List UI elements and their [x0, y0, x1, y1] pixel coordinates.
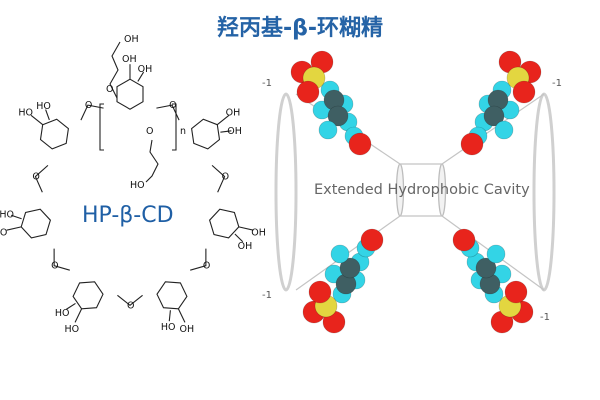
- glucose-unit: [116, 78, 144, 110]
- cavity-rim-right: [532, 92, 556, 292]
- page-title: 羟丙基-β-环糊精: [216, 16, 383, 41]
- repeat-subscript: n: [180, 126, 186, 137]
- repeat-bracket: [99, 103, 177, 151]
- charge-label-bottom-left: -1: [262, 290, 272, 301]
- hydroxyl-group: OH: [138, 64, 153, 75]
- carbon-atom: [339, 257, 361, 279]
- hydroxyl-group: OH: [122, 54, 137, 65]
- hydroxyl-group: HO: [0, 210, 14, 221]
- oxygen-atom: [452, 228, 476, 252]
- charge-label-top-right: -1: [552, 78, 562, 89]
- molecule-label: HP-β-CD: [82, 203, 174, 228]
- glycosidic-oxygen: O: [85, 100, 92, 111]
- hydroxypropyl-ho-inner: HO: [130, 180, 145, 191]
- glucose-unit: [156, 281, 188, 310]
- hydroxyl-group: HO: [18, 108, 33, 119]
- hydrogen-atom: [330, 244, 350, 264]
- oxygen-atom: [512, 80, 536, 104]
- oxygen-atom: [348, 132, 372, 156]
- hydroxypropyl-o-inner: O: [146, 126, 153, 137]
- glycosidic-oxygen: O: [203, 261, 210, 272]
- hydroxyl-group: HO: [161, 322, 176, 333]
- glucose-unit: [208, 208, 240, 239]
- oxygen-atom: [460, 132, 484, 156]
- oxygen-atom: [308, 280, 332, 304]
- hydroxypropyl-o-top: O: [106, 84, 113, 95]
- molecule-top-left: [290, 50, 372, 156]
- hydroxyl-group: HO: [55, 308, 70, 319]
- sulfonate-molecules: [290, 50, 542, 334]
- hydrogen-atom: [486, 244, 506, 264]
- charge-label-bottom-right: -1: [540, 312, 550, 323]
- oxygen-atom: [504, 280, 528, 304]
- glucose-unit: [39, 118, 69, 150]
- hydroxyl-group: OH: [238, 241, 253, 252]
- charge-label-top-left: -1: [262, 78, 272, 89]
- molecule-top-right: [460, 50, 542, 156]
- carbon-atom: [475, 257, 497, 279]
- molecule-bottom-right: [452, 228, 534, 334]
- glycosidic-oxygen: O: [32, 172, 39, 183]
- hydroxyl-group: HO: [64, 324, 79, 335]
- glucose-unit: [20, 208, 52, 239]
- hydroxyl-group: OH: [226, 108, 241, 119]
- glycosidic-oxygen: O: [51, 261, 58, 272]
- molecule-bottom-left: [302, 228, 384, 334]
- glucose-unit: [191, 118, 221, 150]
- glycosidic-oxygen: O: [169, 100, 176, 111]
- hydroxypropyl-chain-inner: [145, 139, 159, 183]
- cavity-label: Extended Hydrophobic Cavity: [314, 182, 530, 198]
- structure-atom-labels: OOHOHOOHOHOOHOHOOHHOOHOHOOHOHOOHOHO: [0, 54, 266, 335]
- hydrogen-atom: [494, 120, 514, 140]
- carbon-atom: [483, 105, 505, 127]
- hydroxyl-group: HO: [36, 101, 51, 112]
- hydroxypropyl-oh-top: OH: [124, 34, 139, 45]
- oxygen-atom: [360, 228, 384, 252]
- glycosidic-oxygen: O: [222, 172, 229, 183]
- hydroxyl-group: OH: [227, 126, 242, 137]
- hydroxyl-group: HO: [0, 228, 7, 239]
- cavity-rim-left: [274, 92, 298, 292]
- carbon-atom: [327, 105, 349, 127]
- hydroxyl-group: OH: [251, 228, 266, 239]
- oxygen-atom: [296, 80, 320, 104]
- hydroxyl-group: OH: [180, 324, 195, 335]
- hydrogen-atom: [318, 120, 338, 140]
- hp-beta-cd-structure: [6, 64, 254, 323]
- glycosidic-oxygen: O: [127, 300, 134, 311]
- hydroxypropyl-chain-top: [109, 41, 121, 99]
- glucose-unit: [72, 281, 104, 310]
